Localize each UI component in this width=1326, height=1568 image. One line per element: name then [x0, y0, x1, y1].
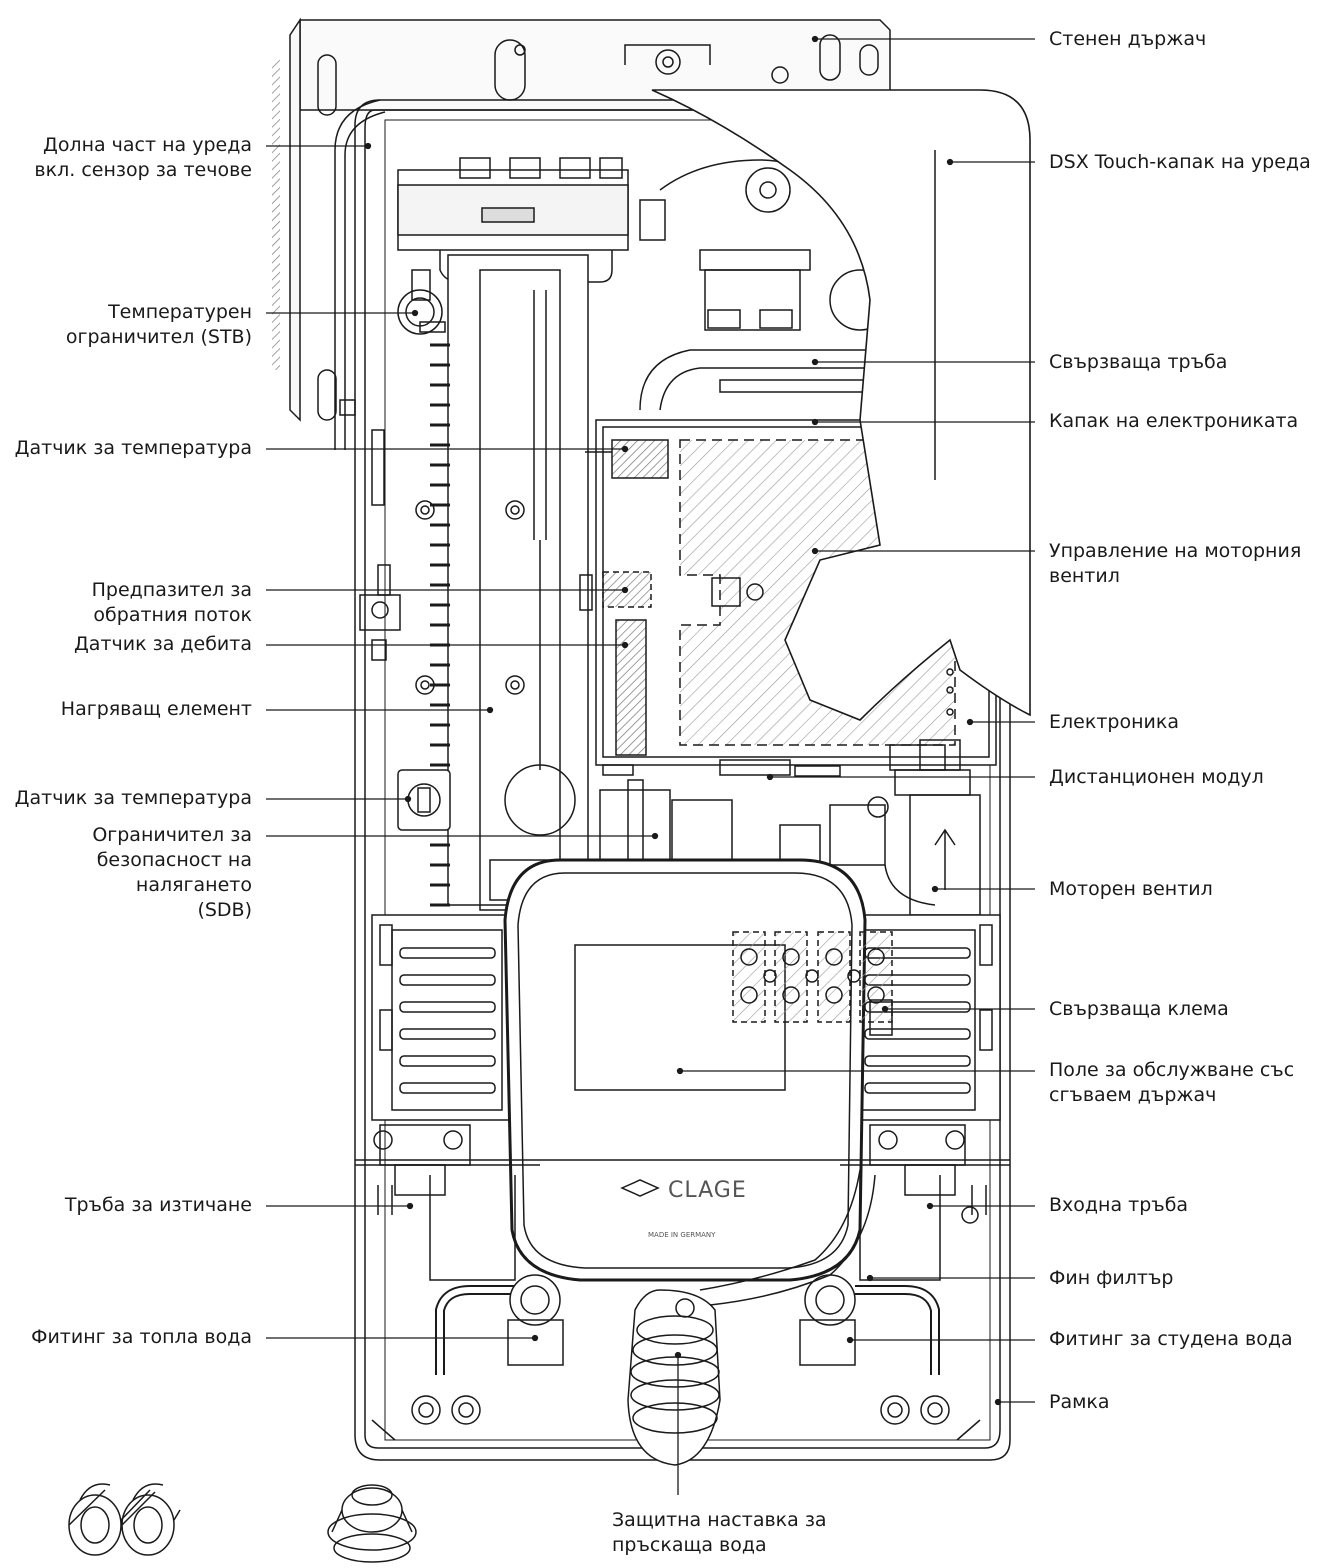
- label-wall-bracket: Стенен държач: [1049, 28, 1207, 50]
- label-terminal-block: Свързваща клема: [1049, 998, 1229, 1020]
- label-frame: Рамка: [1049, 1391, 1110, 1413]
- accessory-nipples-shape: [69, 1484, 180, 1555]
- label-temp-sensor-2: Датчик за температура: [14, 787, 252, 809]
- connecting-pipe-shape: [640, 160, 900, 410]
- label-connecting-pipe: Свързваща тръба: [1049, 351, 1228, 373]
- bottom-section-shape: [355, 1125, 1010, 1465]
- label-cold-water-fitting: Фитинг за студена вода: [1049, 1328, 1293, 1350]
- wall-bracket-shape: [272, 20, 890, 420]
- label-hot-water-fitting: Фитинг за топла вода: [31, 1326, 252, 1348]
- label-bottom-part: Долна част на уреда вкл. сензор за течов…: [34, 134, 252, 181]
- label-electronics-cover: Капак на електрониката: [1049, 410, 1299, 432]
- motor-valve-shape: [780, 740, 980, 915]
- label-temp-limiter: Температурен ограничител (STB): [65, 301, 252, 348]
- grille-panels-shape: [372, 915, 1000, 1120]
- label-fine-filter: Фин филтър: [1049, 1267, 1174, 1289]
- accessory-grommet-shape: [328, 1485, 416, 1562]
- label-backflow-preventer: Предпазител за обратния поток: [91, 579, 252, 626]
- label-heating-element: Нагряващ елемент: [60, 698, 252, 720]
- label-inlet-pipe: Входна тръба: [1049, 1194, 1189, 1216]
- label-remote-module: Дистанционен модул: [1049, 766, 1264, 788]
- brand-logo: CLAGE: [668, 1178, 747, 1203]
- label-outlet-pipe: Тръба за изтичане: [64, 1194, 252, 1216]
- label-control-panel: Поле за обслужване със сгъваем държач: [1049, 1059, 1295, 1106]
- label-flow-sensor: Датчик за дебита: [73, 633, 252, 655]
- label-temp-sensor-1: Датчик за температура: [14, 437, 252, 459]
- dsx-cover-shape: [652, 90, 1030, 720]
- leader-lines: [266, 37, 1035, 1496]
- label-pressure-limiter: Ограничител за безопасност на налягането…: [92, 824, 252, 921]
- made-in-text: MADE IN GERMANY: [648, 1231, 716, 1239]
- label-dsx-cover: DSX Touch-капак на уреда: [1049, 151, 1311, 173]
- heating-element-shape: [398, 158, 628, 910]
- label-motor-valve: Моторен вентил: [1049, 878, 1213, 900]
- label-electronics: Електроника: [1049, 711, 1179, 733]
- label-splash-guard: Защитна наставка за пръскаща вода: [612, 1509, 827, 1556]
- left-rail-shape: [360, 430, 400, 660]
- control-panel-shape: [505, 860, 892, 1280]
- label-motor-valve-control: Управление на моторния вентил: [1049, 540, 1302, 587]
